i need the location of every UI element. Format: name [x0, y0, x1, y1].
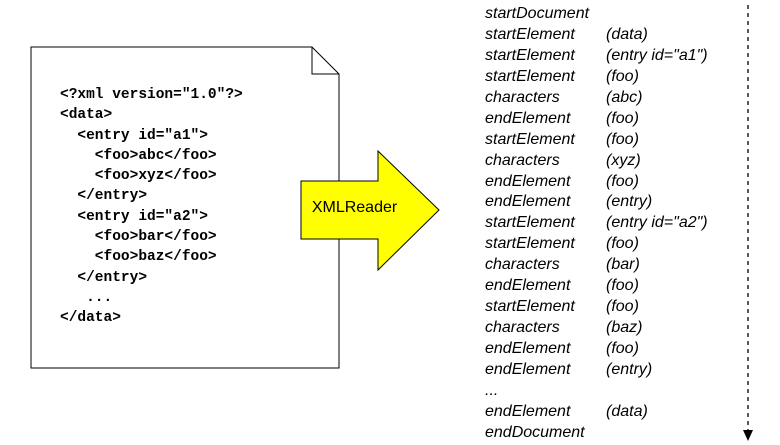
event-argument: (foo): [606, 277, 639, 295]
event-argument: (foo): [606, 130, 639, 148]
event-name: startElement: [485, 130, 575, 148]
xml-line: <foo>bar</foo>: [60, 229, 217, 246]
event-name: endElement: [485, 402, 571, 420]
event-name: startElement: [485, 46, 575, 64]
event-name: startElement: [485, 67, 575, 85]
event-argument: (entry id="a2"): [606, 214, 708, 232]
xml-source-code: <?xml version="1.0"?> <data> <entry id="a…: [60, 85, 243, 329]
event-name: ...: [485, 381, 499, 399]
event-name: endElement: [485, 172, 571, 190]
event-argument: (foo): [606, 109, 639, 127]
event-name: startElement: [485, 298, 575, 316]
xml-line: <entry id="a2">: [60, 208, 208, 225]
xml-line: <foo>baz</foo>: [60, 249, 217, 266]
event-name: characters: [485, 319, 560, 337]
event-argument: (entry): [606, 193, 653, 211]
event-name: startElement: [485, 235, 575, 253]
event-name: startElement: [485, 214, 575, 232]
event-name: characters: [485, 256, 560, 274]
event-argument: (entry): [606, 360, 653, 378]
xml-line: </entry>: [60, 188, 148, 205]
event-name: endElement: [485, 277, 571, 295]
event-name: characters: [485, 151, 560, 169]
xml-line: <?xml version="1.0"?>: [60, 87, 243, 103]
xml-line: ...: [60, 289, 113, 306]
event-argument: (data): [606, 402, 648, 420]
event-argument: (foo): [606, 172, 639, 190]
event-argument: (foo): [606, 235, 639, 253]
event-name: characters: [485, 88, 560, 106]
event-argument: (abc): [606, 88, 643, 106]
event-name: startElement: [485, 25, 575, 43]
event-name: startDocument: [485, 5, 590, 22]
event-argument: (foo): [606, 298, 639, 316]
xml-line: <data>: [60, 107, 113, 124]
event-argument: (baz): [606, 319, 643, 337]
event-name: endElement: [485, 360, 571, 378]
event-argument: (bar): [606, 256, 640, 274]
event-name: endElement: [485, 109, 571, 127]
xml-line: </entry>: [60, 269, 148, 286]
event-argument: (foo): [606, 67, 639, 85]
event-argument: (entry id="a1"): [606, 46, 708, 64]
xmlreader-label: XMLReader: [311, 199, 398, 216]
event-argument: (xyz): [606, 151, 641, 169]
xml-line: <foo>abc</foo>: [60, 147, 217, 164]
event-name: endElement: [485, 340, 571, 357]
xml-line: <entry id="a1">: [60, 127, 208, 144]
event-argument: (foo): [606, 340, 639, 357]
event-argument: (data): [606, 25, 648, 43]
event-name: endElement: [485, 193, 571, 211]
xml-line: <foo>xyz</foo>: [60, 168, 217, 185]
event-name: endDocument: [485, 423, 585, 441]
timeline-arrowhead-icon: [743, 430, 753, 441]
xml-line: </data>: [60, 310, 121, 327]
